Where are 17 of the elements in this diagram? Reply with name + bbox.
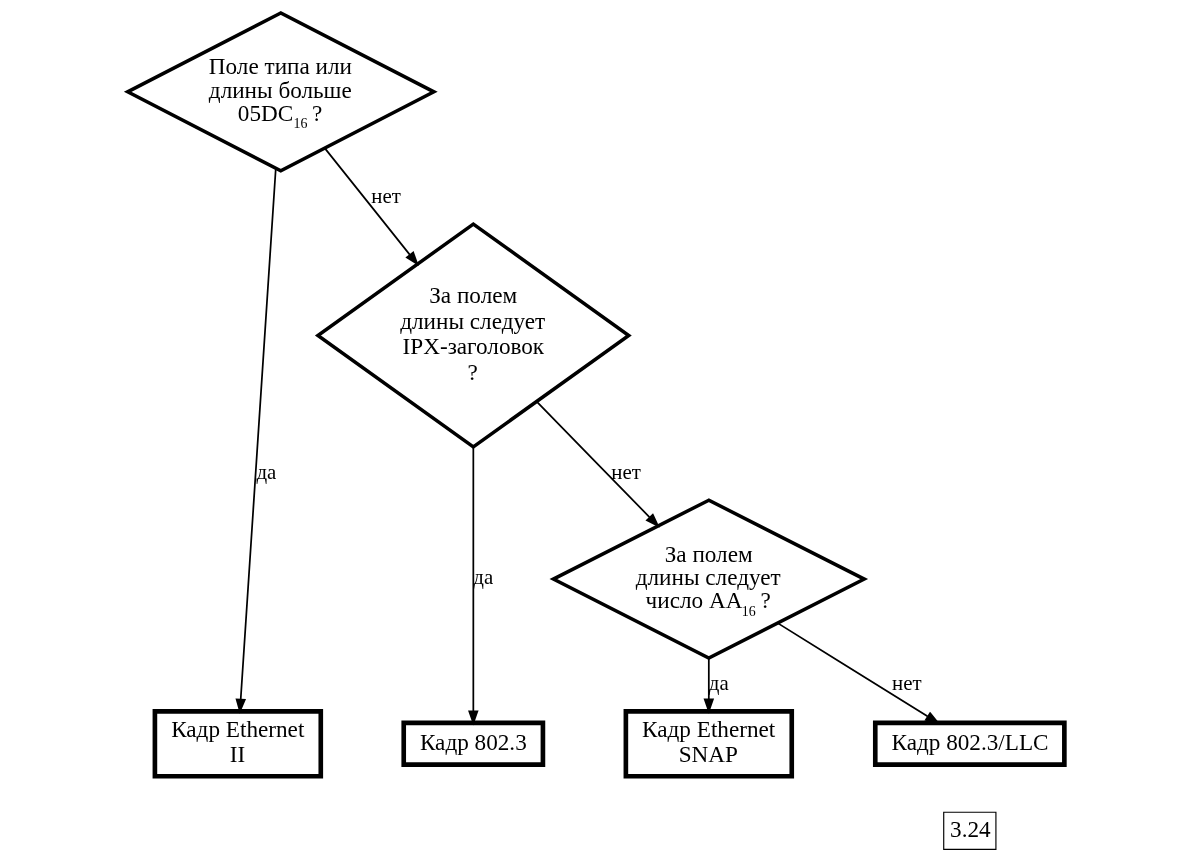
arrow	[323, 147, 419, 267]
node-diamond: Поле типа или длины больше 05DC$_{16}$ ?	[123, 11, 438, 173]
node-box: Кадр Ethernet SNAP	[623, 709, 794, 779]
node-box: Кадр 802.3/LLC	[872, 720, 1067, 767]
arrow	[703, 657, 714, 714]
node-diamond: За полем длины следует IPX-заголовок ?	[314, 221, 632, 449]
edge-label: нет	[370, 183, 401, 208]
arrow	[535, 400, 660, 528]
node-diamond: За полем длины следует число AA$_{16}$ ?	[549, 498, 868, 660]
node-box: Кадр Ethernet II	[152, 709, 323, 779]
label: 3.24	[949, 815, 991, 842]
edge-label: нет	[610, 459, 641, 484]
node-box: Кадр 802.3	[400, 720, 545, 767]
edge-label: да	[255, 459, 276, 484]
arrow	[467, 446, 479, 726]
arrow	[234, 167, 277, 714]
edge-label: нет	[891, 670, 922, 695]
